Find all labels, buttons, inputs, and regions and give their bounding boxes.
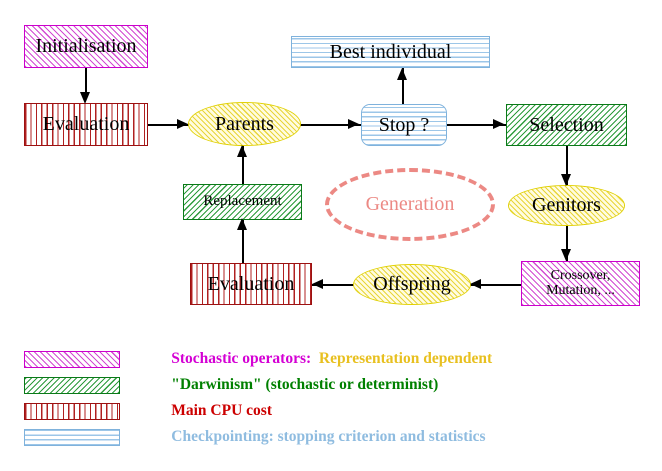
arrowhead-stop-to-best-individual xyxy=(396,68,407,80)
connector-replacement-to-parents xyxy=(242,146,244,184)
node-initialisation-label: Initialisation xyxy=(35,35,137,58)
node-generation-cycle: Generation xyxy=(325,168,495,241)
node-crossover-mutation[interactable]: Crossover, Mutation, ... xyxy=(521,261,640,306)
connector-crossover-to-offspring xyxy=(470,284,522,286)
node-offspring[interactable]: Offspring xyxy=(353,264,471,305)
connector-stop-to-selection xyxy=(447,124,507,126)
node-parents-label: Parents xyxy=(215,112,274,135)
arrowhead-stop-to-selection xyxy=(493,118,504,129)
legend-row-main-cpu-cost: Main CPU cost xyxy=(24,400,272,422)
node-selection[interactable]: Selection xyxy=(506,104,627,146)
arrowhead-crossover-to-offspring xyxy=(470,278,481,289)
connector-parents-to-stop xyxy=(300,124,362,126)
arrowhead-selection-to-genitors xyxy=(560,174,571,186)
arrowhead-evaluation-to-replacement xyxy=(236,218,247,230)
connector-offspring-to-evaluation xyxy=(312,284,356,286)
node-evaluation-bottom[interactable]: Evaluation xyxy=(190,263,312,305)
connector-init-to-evaluation xyxy=(85,68,87,96)
legend-swatch-green-diagonal-hatch xyxy=(24,376,120,394)
node-parents[interactable]: Parents xyxy=(188,102,301,146)
node-evaluation-top-label: Evaluation xyxy=(42,113,130,136)
node-crossover-mutation-label-line2: Mutation, ... xyxy=(546,282,615,298)
node-stop[interactable]: Stop ? xyxy=(361,104,447,146)
legend-swatch-red-vertical-hatch xyxy=(24,402,120,420)
legend-label-stochastic-operators-text: Stochastic operators: xyxy=(171,350,312,367)
legend-label-checkpointing: Checkpointing: stopping criterion and st… xyxy=(148,410,486,464)
legend-label-checkpointing-text: Checkpointing: stopping criterion and st… xyxy=(171,428,486,445)
connector-selection-to-genitors xyxy=(566,145,568,185)
connector-evaluation-to-parents xyxy=(148,124,190,126)
legend-label-main-cpu-cost: Main CPU cost xyxy=(148,384,272,438)
node-best-individual-label: Best individual xyxy=(329,40,452,63)
legend-row-stochastic-operators: Stochastic operators: Representation dep… xyxy=(24,348,492,370)
node-evaluation-top[interactable]: Evaluation xyxy=(24,103,148,146)
node-genitors[interactable]: Genitors xyxy=(508,185,625,226)
arrowhead-offspring-to-evaluation xyxy=(312,278,323,289)
arrowhead-evaluation-to-parents xyxy=(177,118,188,129)
legend-row-checkpointing: Checkpointing: stopping criterion and st… xyxy=(24,426,486,448)
node-generation-label: Generation xyxy=(365,193,455,215)
legend-label-darwinism: "Darwinism" (stochastic or determinist) xyxy=(148,358,438,412)
node-genitors-label: Genitors xyxy=(532,194,601,217)
legend-label-representation-dependent-text: Representation dependent xyxy=(318,350,493,367)
legend-label-stochastic-operators: Stochastic operators: Representation dep… xyxy=(148,332,492,386)
legend-swatch-blue-horizontal-hatch xyxy=(24,428,120,446)
arrowhead-parents-to-stop xyxy=(348,118,359,129)
arrowhead-genitors-to-crossover xyxy=(560,249,571,261)
connector-evaluation-to-replacement xyxy=(242,220,244,265)
legend-row-darwinism: "Darwinism" (stochastic or determinist) xyxy=(24,374,438,396)
arrowhead-replacement-to-parents xyxy=(236,145,247,157)
arrowhead-init-to-evaluation xyxy=(79,92,90,104)
node-evaluation-bottom-label: Evaluation xyxy=(207,272,295,295)
legend-label-darwinism-text: "Darwinism" (stochastic or determinist) xyxy=(171,376,439,393)
node-selection-label: Selection xyxy=(529,113,604,136)
connector-genitors-to-crossover xyxy=(566,225,568,261)
node-best-individual[interactable]: Best individual xyxy=(291,36,490,68)
node-initialisation[interactable]: Initialisation xyxy=(24,25,148,68)
node-stop-label: Stop ? xyxy=(378,113,430,136)
node-crossover-mutation-label-line1: Crossover, xyxy=(550,268,611,284)
connector-stop-to-best-individual xyxy=(402,68,404,106)
legend-label-main-cpu-cost-text: Main CPU cost xyxy=(171,402,272,419)
node-replacement[interactable]: Replacement xyxy=(183,184,302,220)
legend-swatch-magenta-diagonal-hatch xyxy=(24,350,120,368)
node-offspring-label: Offspring xyxy=(373,273,451,296)
node-replacement-label: Replacement xyxy=(203,193,282,210)
